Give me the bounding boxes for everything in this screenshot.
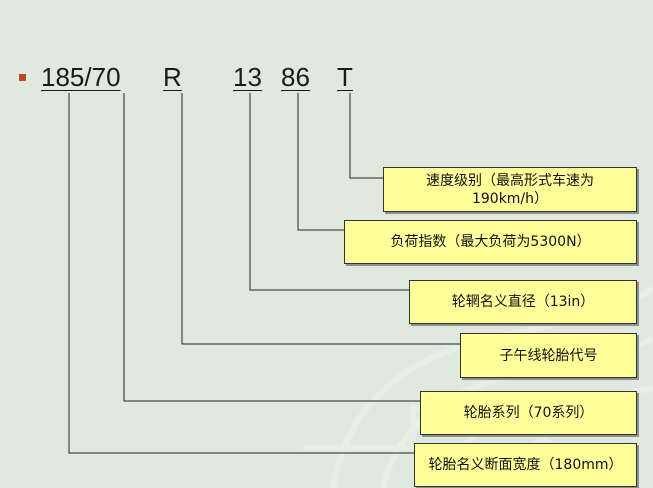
connector-construction — [181, 93, 460, 345]
label-construction: 子午线轮胎代号 — [460, 333, 637, 378]
connector-series — [123, 93, 420, 402]
connector-load — [297, 93, 344, 231]
code-speed-symbol: T — [337, 62, 353, 92]
connector-speed — [349, 93, 383, 179]
code-rim-diameter: 13 — [233, 62, 262, 92]
label-section-width: 轮胎名义断面宽度（180mm） — [414, 443, 637, 487]
connector-width — [68, 93, 414, 454]
code-load-index: 86 — [281, 62, 310, 92]
connector-rim — [249, 93, 409, 291]
label-speed-rating: 速度级别（最高形式车速为 190km/h） — [383, 167, 637, 212]
code-width-ratio: 185/70 — [41, 62, 121, 92]
code-construction: R — [163, 62, 182, 92]
label-series: 轮胎系列（70系列） — [420, 391, 637, 435]
bullet-marker — [19, 74, 26, 81]
label-rim-diameter: 轮辋名义直径（13in） — [409, 280, 637, 324]
label-load-index: 负荷指数（最大负荷为5300N） — [344, 220, 637, 264]
